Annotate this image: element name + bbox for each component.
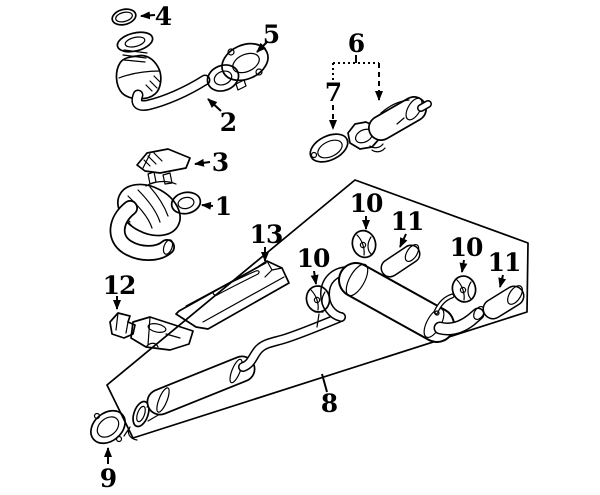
- leader-8: [321, 373, 328, 393]
- callout-8[interactable]: 8: [321, 389, 339, 418]
- catalytic-converter-drawing: [347, 96, 432, 153]
- tailpipe-tip-drawing-top: [380, 243, 421, 278]
- leader-lines: [104, 11, 507, 464]
- hanger-insulator-drawing-top: [351, 229, 377, 259]
- front-pipe-drawing: [115, 31, 247, 111]
- callout-12[interactable]: 12: [103, 271, 137, 300]
- callout-10-right[interactable]: 10: [450, 233, 484, 262]
- muffler-pipe-assembly-drawing: [123, 262, 485, 441]
- leader-4: [140, 11, 156, 20]
- flange-gasket-5-drawing: [221, 42, 269, 82]
- manifold-converter-drawing: [109, 171, 202, 261]
- callout-5[interactable]: 5: [263, 20, 280, 49]
- callout-7[interactable]: 7: [325, 78, 342, 107]
- callout-11-right[interactable]: 11: [488, 248, 522, 277]
- callout-10-left[interactable]: 10: [297, 244, 331, 273]
- hanger-insulator-drawing-right: [451, 275, 477, 303]
- callout-9[interactable]: 9: [100, 464, 117, 493]
- callout-labels: 4 2 5 6 7 3 1 13 12 10 11 10 10 11 8 9: [100, 2, 522, 493]
- callout-13[interactable]: 13: [250, 220, 284, 249]
- leader-3: [194, 158, 211, 167]
- seal-ring-drawing: [111, 8, 137, 26]
- assembly-boundary: [106, 179, 529, 439]
- callout-6[interactable]: 6: [348, 29, 366, 58]
- lower-heat-shield-drawing: [109, 312, 194, 351]
- heat-shield-bracket-drawing: [136, 148, 191, 174]
- callout-3[interactable]: 3: [212, 148, 229, 177]
- leader-11-right: [498, 274, 507, 288]
- hanger-insulator-drawing-left: [305, 285, 331, 313]
- upper-heat-shield-drawing: [175, 260, 290, 330]
- callout-11-top[interactable]: 11: [391, 207, 425, 236]
- callout-4[interactable]: 4: [155, 2, 173, 31]
- leader-11-top: [399, 233, 408, 248]
- converter-gasket-drawing: [309, 133, 349, 163]
- tailpipe-tip-drawing-right: [482, 285, 525, 320]
- leader-2: [207, 98, 222, 112]
- leader-1: [201, 201, 214, 210]
- leader-10-left: [310, 270, 319, 285]
- leader-10-right: [459, 259, 468, 273]
- leader-5: [256, 41, 268, 53]
- callout-2[interactable]: 2: [220, 108, 237, 137]
- callout-10-top[interactable]: 10: [350, 189, 384, 218]
- flange-gasket-9-drawing: [90, 409, 126, 445]
- callout-1[interactable]: 1: [215, 192, 232, 221]
